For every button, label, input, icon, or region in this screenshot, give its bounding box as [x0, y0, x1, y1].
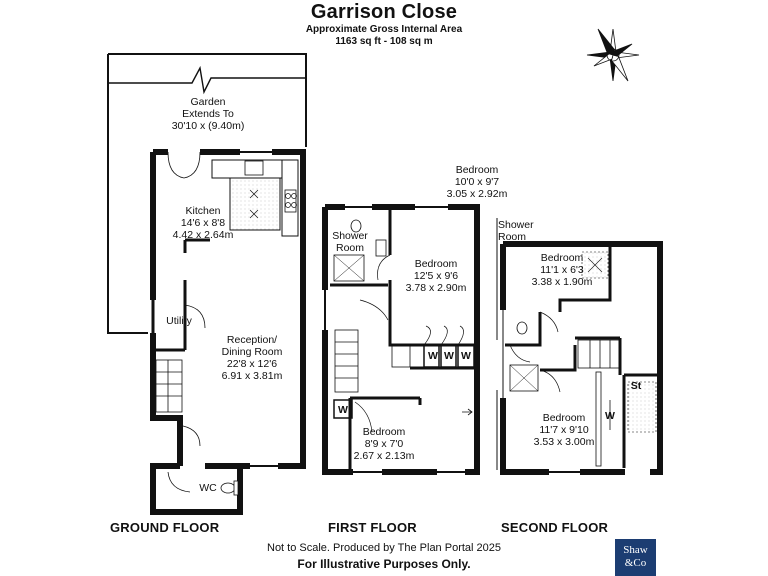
sf-shower-label-2: Room	[498, 231, 527, 243]
area-label: Approximate Gross Internal Area	[305, 24, 463, 35]
reception-metric: 6.91 x 3.81m	[221, 370, 283, 382]
garden-size: 30'10 x (9.40m)	[171, 120, 245, 132]
kitchen-imperial: 14'6 x 8'8	[180, 217, 226, 229]
utility-label: Utility	[166, 315, 192, 327]
ff-bedroom-small-imperial: 8'9 x 7'0	[364, 438, 404, 450]
sf-bedroom-large-imperial: 11'7 x 9'10	[539, 424, 589, 436]
sf-store-label: St	[630, 380, 642, 392]
sf-bedroom-small-metric: 3.38 x 1.90m	[531, 276, 593, 288]
first-floor-label: FIRST FLOOR	[328, 520, 417, 535]
reception-label-1: Reception/	[226, 334, 278, 346]
garden-extends-label: Extends To	[182, 108, 234, 120]
reception-label-2: Dining Room	[221, 346, 283, 358]
ff-wardrobe-1: W	[428, 350, 438, 362]
ff-wardrobe-3: W	[461, 350, 471, 362]
kitchen-metric: 4.42 x 2.64m	[172, 229, 234, 241]
second-floor-label: SECOND FLOOR	[501, 520, 609, 535]
ground-floor-label: GROUND FLOOR	[110, 520, 220, 535]
ff-shower-label-1: Shower	[332, 230, 368, 242]
garden-label: Garden	[190, 96, 226, 108]
ff-bedroom-main-metric: 3.78 x 2.90m	[405, 282, 467, 294]
sf-bedroom-callout-metric: 3.05 x 2.92m	[446, 188, 508, 200]
sf-shower-label-1: Shower	[498, 219, 534, 231]
shaw-co-logo: Shaw &Co	[615, 539, 656, 576]
ff-wardrobe-4: W	[338, 404, 348, 416]
footer-illustrative: For Illustrative Purposes Only.	[297, 557, 471, 571]
compass-rose-icon	[586, 28, 640, 82]
sf-bedroom-small-label: Bedroom	[540, 252, 584, 264]
sf-bedroom-callout-label: Bedroom	[455, 164, 499, 176]
ff-bedroom-main-label: Bedroom	[414, 258, 458, 270]
sf-bedroom-callout-imperial: 10'0 x 9'7	[454, 176, 500, 188]
plan-title: Garrison Close	[310, 1, 458, 23]
ff-wardrobe-2: W	[444, 350, 454, 362]
sf-bedroom-small-imperial: 11'1 x 6'3	[540, 264, 584, 276]
sf-bedroom-large-label: Bedroom	[542, 412, 586, 424]
reception-imperial: 22'8 x 12'6	[226, 358, 278, 370]
kitchen-label: Kitchen	[185, 205, 221, 217]
ff-bedroom-small-metric: 2.67 x 2.13m	[353, 450, 415, 462]
area-value: 1163 sq ft - 108 sq m	[335, 36, 433, 47]
ff-bedroom-small-label: Bedroom	[362, 426, 406, 438]
sf-wardrobe-label: W	[605, 410, 615, 422]
wc-label: WC	[199, 482, 217, 494]
ff-bedroom-main-imperial: 12'5 x 9'6	[413, 270, 459, 282]
ff-shower-label-2: Room	[335, 242, 364, 254]
sf-bedroom-large-metric: 3.53 x 3.00m	[533, 436, 595, 448]
footer-disclaimer: Not to Scale. Produced by The Plan Porta…	[267, 542, 501, 554]
